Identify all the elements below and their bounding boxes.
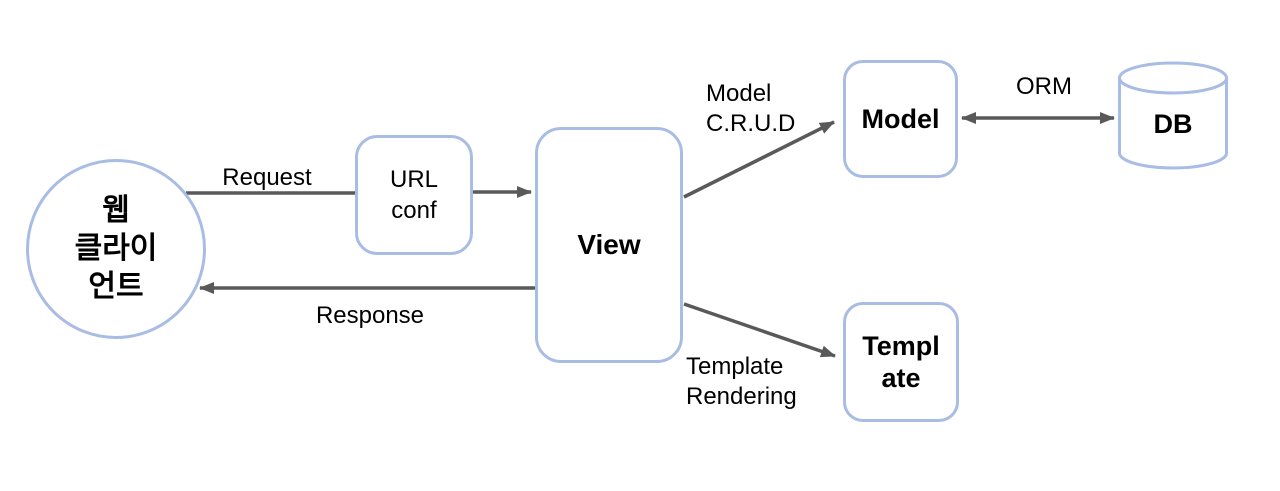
- node-db-label: DB: [1153, 108, 1193, 139]
- db-cylinder: [1118, 61, 1228, 170]
- request-label: Request: [222, 164, 312, 191]
- node-template: Templ ate: [843, 302, 959, 422]
- response-label: Response: [315, 302, 425, 329]
- template-rendering-arrow: [683, 302, 836, 358]
- node-view: View: [535, 127, 683, 363]
- orm-label: ORM: [1016, 73, 1072, 100]
- node-model: Model: [843, 60, 958, 178]
- model-crud-arrow: [683, 120, 835, 199]
- model-crud-label: Model C.R.U.D: [706, 80, 796, 137]
- node-url-conf: URL conf: [355, 135, 473, 255]
- node-web-client: 웹 클라이 언트: [26, 159, 206, 339]
- template-rendering-label: Template Rendering: [686, 353, 797, 410]
